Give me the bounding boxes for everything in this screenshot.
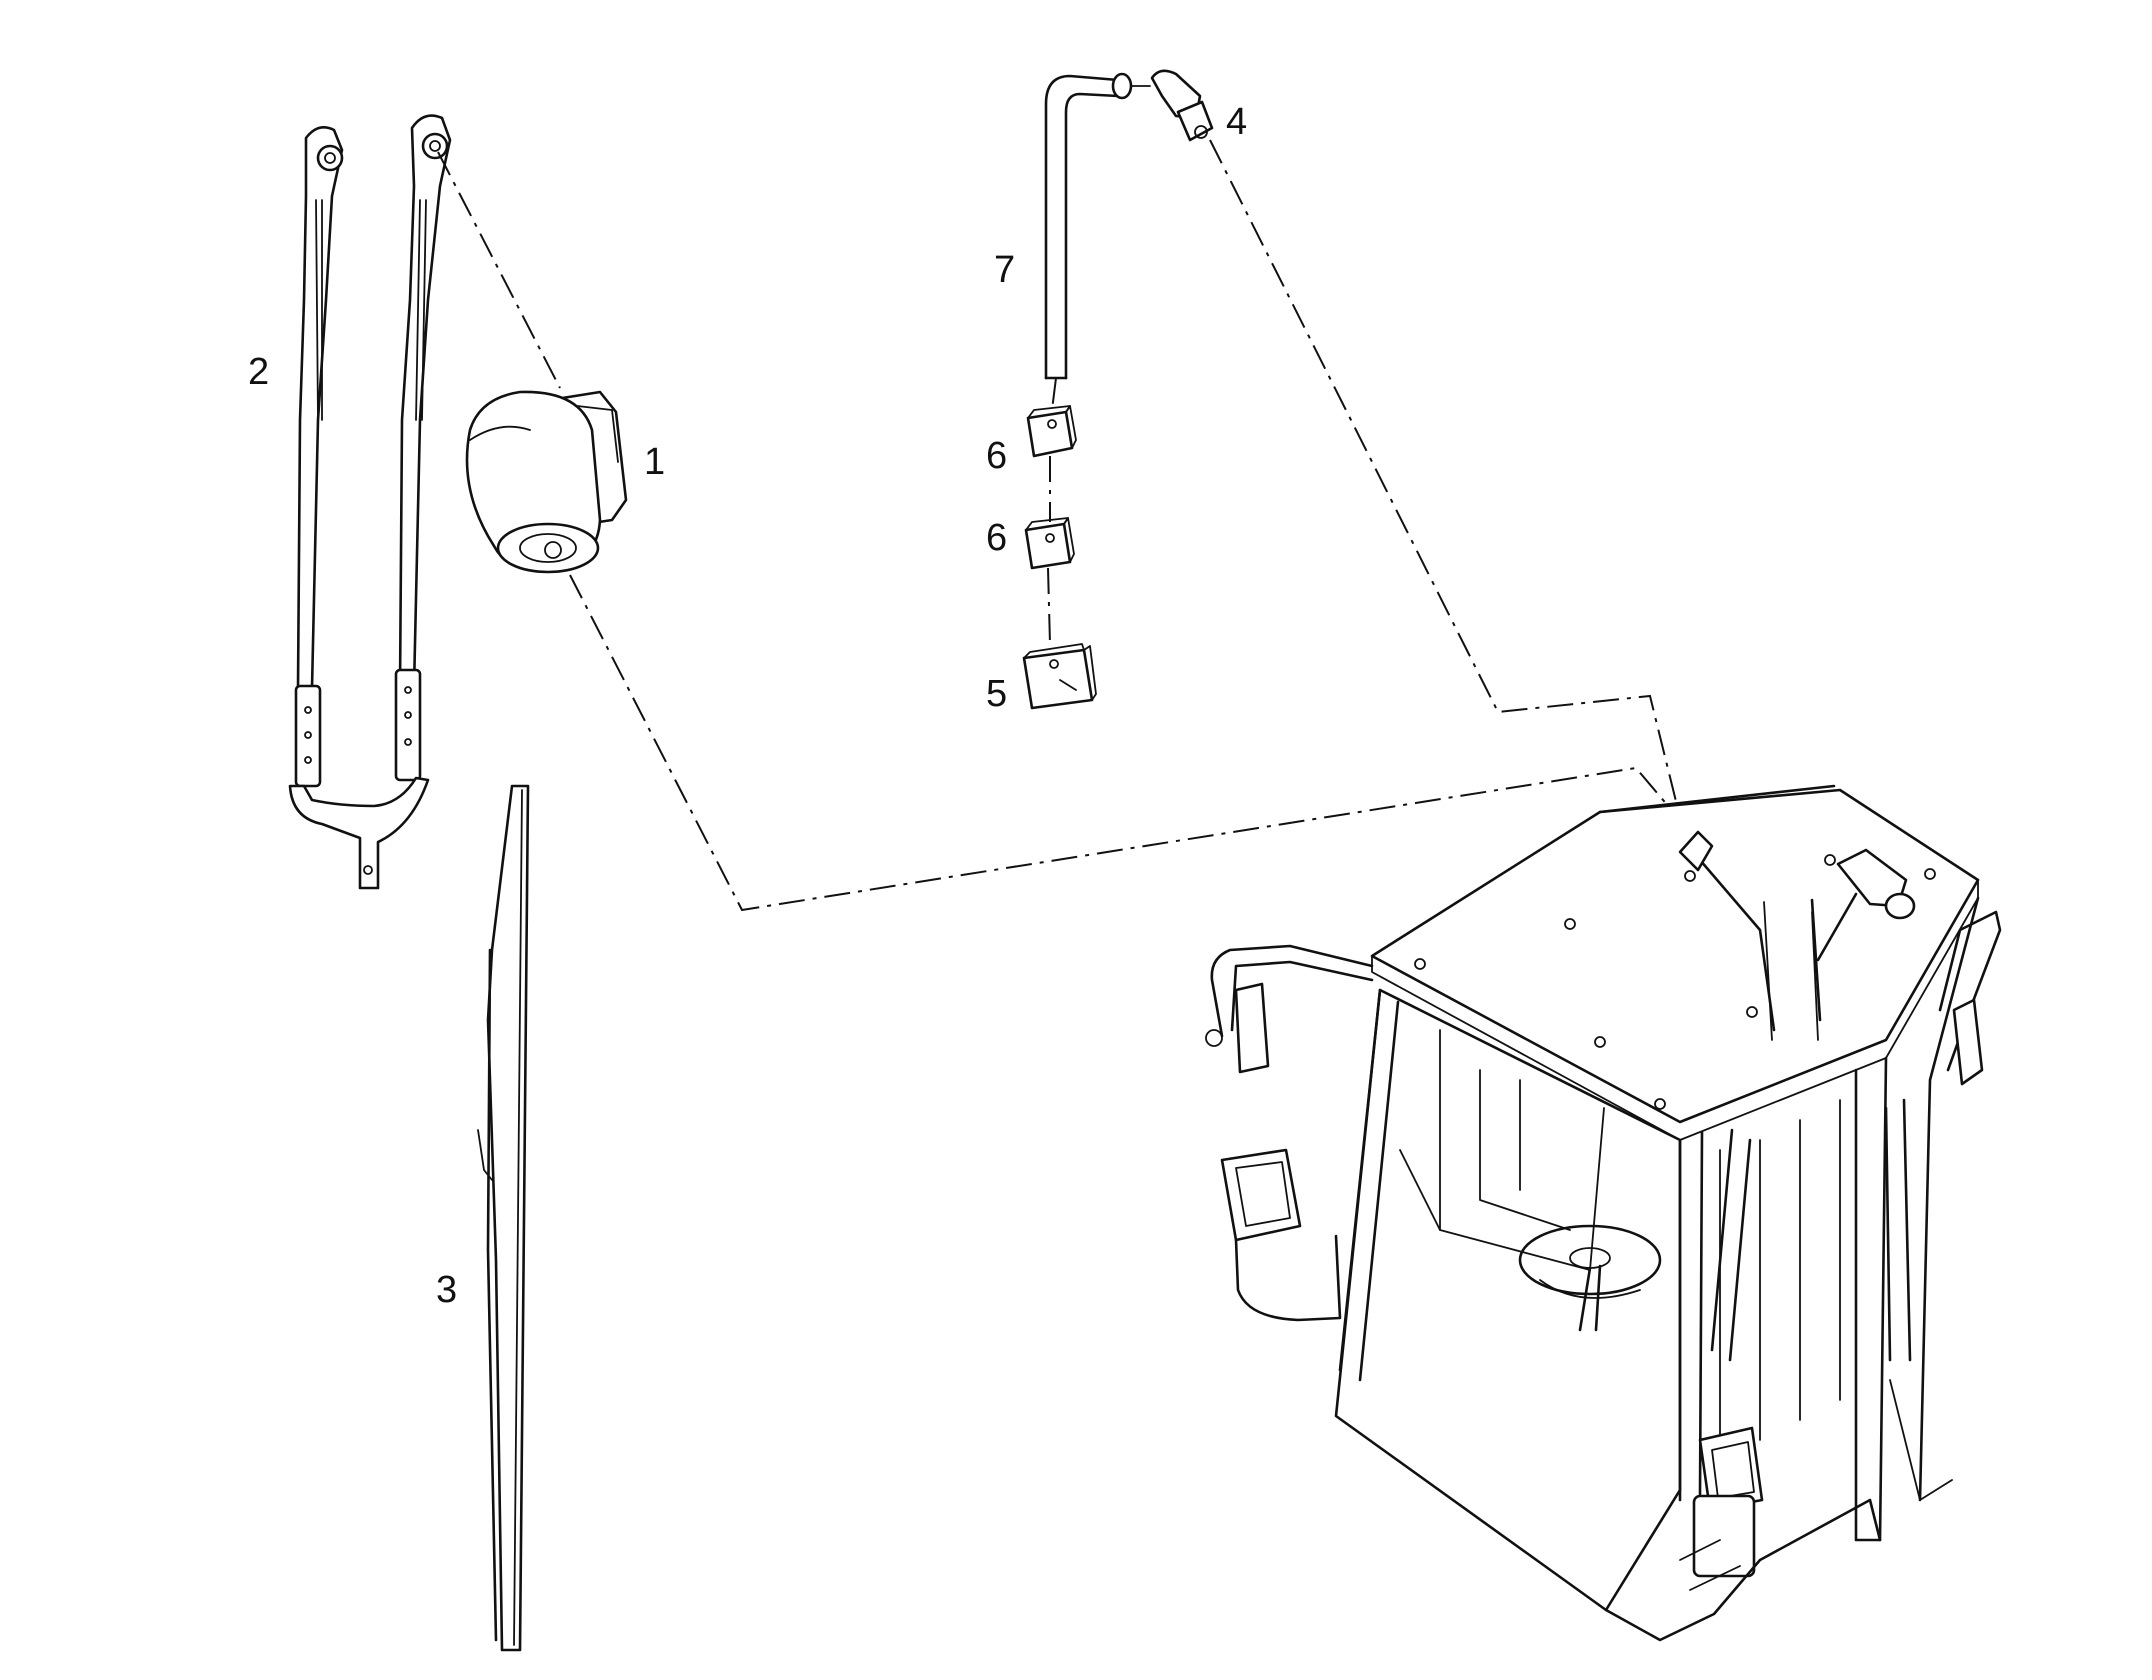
hose-leader-line — [1047, 377, 1057, 645]
hose-coupler-upper — [1026, 405, 1077, 458]
washer-nozzle — [1150, 69, 1214, 142]
callout-6-lower: 6 — [986, 517, 1007, 559]
nozzle-to-cab-leader — [1209, 139, 1689, 851]
callout-2: 2 — [248, 351, 269, 393]
cab-assembly — [1205, 784, 2002, 1642]
callout-4: 4 — [1226, 101, 1247, 143]
callout-7: 7 — [994, 249, 1015, 291]
washer-hose — [1044, 72, 1151, 380]
callout-3: 3 — [436, 1269, 457, 1311]
wiper-motor — [465, 390, 628, 574]
callout-1: 1 — [644, 441, 665, 483]
motor-to-arm-leader — [437, 151, 561, 389]
hose-coupler-lower — [1024, 517, 1075, 570]
motor-to-cab-leader — [569, 574, 1681, 912]
washer-pump-block — [1022, 643, 1097, 710]
callout-6-upper: 6 — [986, 435, 1007, 477]
wiper-blade — [477, 784, 530, 1652]
wiper-arm-assembly — [288, 114, 452, 890]
callout-5: 5 — [986, 673, 1007, 715]
